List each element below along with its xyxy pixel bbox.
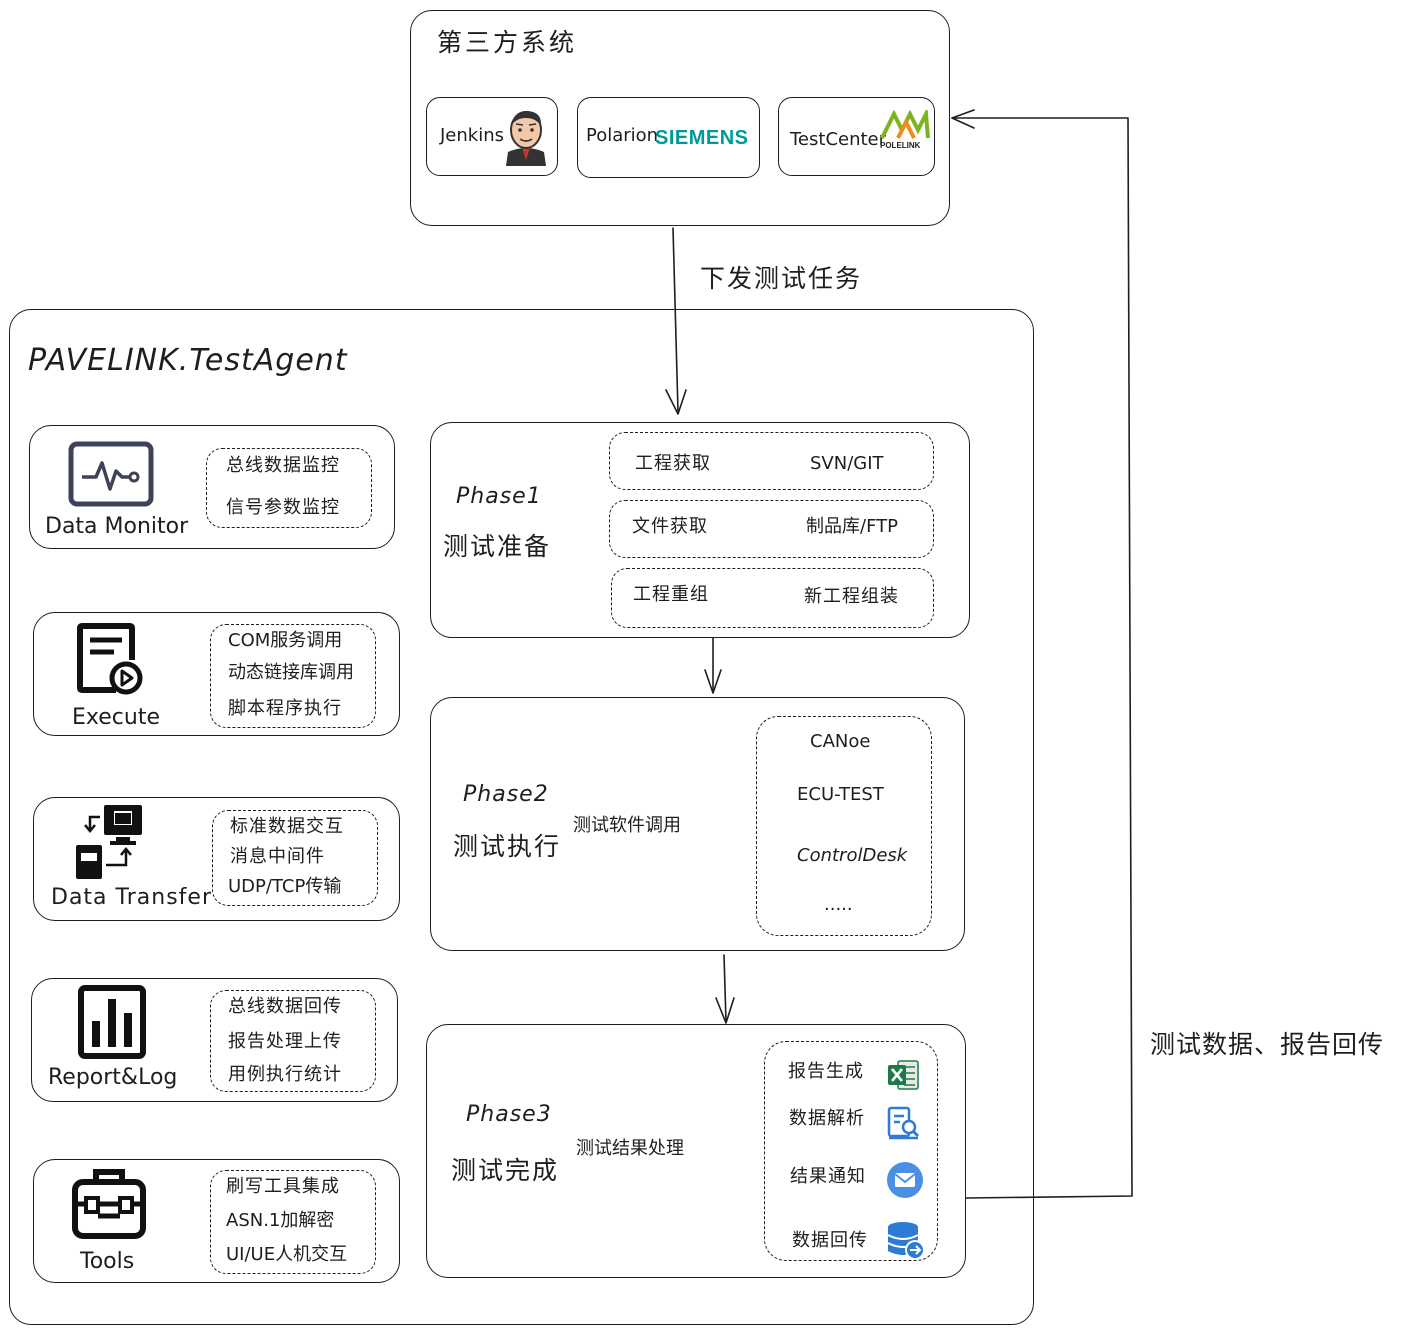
notification-mail-icon	[887, 1162, 923, 1198]
phase2-label: Phase2	[463, 782, 549, 807]
phase2-tool-3: ControlDesk	[797, 845, 908, 866]
tools-item-1: 刷写工具集成	[226, 1176, 340, 1197]
tools-item-2: ASN.1加解密	[226, 1210, 335, 1231]
execute-item-3: 脚本程序执行	[228, 698, 342, 719]
phase1-row-1	[609, 432, 934, 490]
phase1-row-1-to: SVN/GIT	[810, 453, 884, 474]
phase2-tools-group	[756, 716, 932, 936]
third-party-title: 第三方系统	[437, 28, 578, 57]
module-tools-name: Tools	[80, 1249, 135, 1274]
execute-item-2: 动态链接库调用	[228, 662, 354, 683]
data-parse-search-icon	[887, 1106, 920, 1140]
phase2-title: 测试执行	[453, 832, 562, 861]
polarion-card[interactable]	[577, 97, 760, 178]
report-log-item-2: 报告处理上传	[228, 1031, 342, 1052]
test-agent-container	[9, 309, 1034, 1325]
phase1-row-2-to: 制品库/FTP	[806, 516, 898, 537]
agent-title: PAVELINK.TestAgent	[28, 343, 348, 378]
report-log-items	[210, 990, 376, 1092]
phase2-box[interactable]	[430, 697, 965, 951]
phase3-action: 测试结果处理	[576, 1138, 684, 1159]
phase3-box[interactable]	[426, 1024, 966, 1278]
data-monitor-item-2: 信号参数监控	[226, 497, 340, 518]
database-transfer-icon	[887, 1222, 925, 1260]
jenkins-label: Jenkins	[440, 125, 505, 146]
execute-items	[210, 624, 376, 728]
phase1-row-1-from: 工程获取	[635, 453, 711, 474]
polarion-label: Polarion	[586, 125, 659, 146]
phase1-row-3	[611, 568, 934, 628]
phase3-item-3: 结果通知	[790, 1166, 866, 1187]
data-transfer-item-2: 消息中间件	[230, 846, 325, 867]
data-transfer-item-3: UDP/TCP传输	[228, 876, 342, 897]
feedback-label: 测试数据、报告回传	[1150, 1030, 1385, 1059]
report-log-item-1: 总线数据回传	[228, 996, 342, 1017]
phase3-items-group	[764, 1041, 938, 1261]
execute-item-1: COM服务调用	[228, 630, 343, 651]
phase1-box[interactable]	[430, 422, 970, 638]
phase2-tool-1: CANoe	[810, 731, 871, 752]
toolbox-icon	[72, 1169, 146, 1239]
testcenter-card[interactable]	[778, 97, 935, 176]
module-data-monitor-name: Data Monitor	[45, 514, 189, 539]
monitor-pulse-icon	[68, 441, 154, 507]
data-transfer-item-1: 标准数据交互	[230, 816, 344, 837]
phase3-title: 测试完成	[451, 1156, 560, 1185]
module-report-log-name: Report&Log	[48, 1065, 178, 1090]
phase1-row-3-from: 工程重组	[633, 584, 709, 605]
tools-items	[210, 1170, 376, 1274]
data-monitor-items	[206, 448, 372, 528]
tools-item-3: UI/UE人机交互	[226, 1244, 348, 1265]
module-data-transfer-name: Data Transfer	[51, 885, 212, 910]
phase1-row-3-to: 新工程组装	[804, 586, 899, 607]
module-execute-name: Execute	[72, 705, 160, 730]
phase2-tool-2: ECU-TEST	[797, 784, 884, 805]
phase3-label: Phase3	[466, 1102, 552, 1127]
siemens-logo: SIEMENS	[655, 127, 749, 149]
phase1-row-2-from: 文件获取	[632, 516, 708, 537]
phase1-label: Phase1	[456, 484, 542, 509]
phase1-title: 测试准备	[443, 532, 552, 561]
phase3-item-2: 数据解析	[789, 1108, 865, 1129]
jenkins-butler-icon	[506, 110, 546, 166]
data-transfer-icon	[76, 805, 142, 879]
phase3-item-1: 报告生成	[788, 1061, 864, 1082]
testcenter-label: TestCenter	[790, 129, 887, 150]
execute-document-play-icon	[77, 623, 143, 695]
report-bar-chart-icon	[78, 985, 146, 1059]
polelink-label: POLELINK	[880, 141, 921, 150]
phase2-action: 测试软件调用	[573, 815, 681, 836]
excel-icon	[888, 1060, 919, 1090]
polelink-logo-icon	[880, 110, 930, 139]
phase1-row-2	[609, 500, 934, 558]
phase2-tool-4: .....	[824, 894, 853, 915]
phase3-item-4: 数据回传	[792, 1230, 868, 1251]
report-log-item-3: 用例执行统计	[228, 1064, 342, 1085]
data-transfer-items	[212, 810, 378, 906]
data-monitor-item-1: 总线数据监控	[226, 455, 340, 476]
dispatch-label: 下发测试任务	[700, 264, 863, 293]
